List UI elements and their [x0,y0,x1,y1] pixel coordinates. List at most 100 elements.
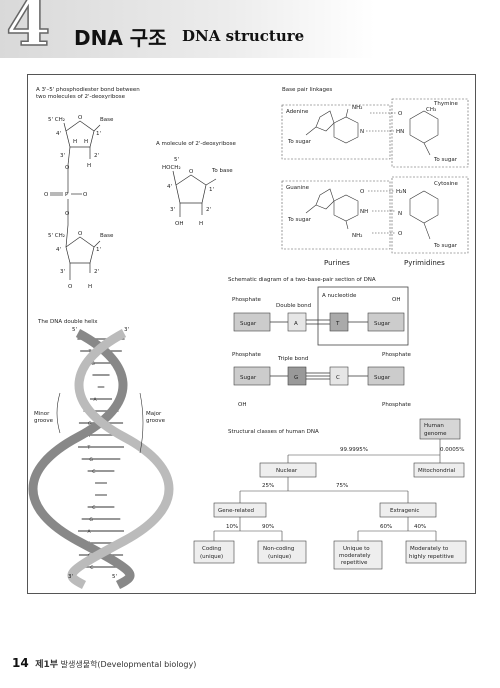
upper-h-c: H [87,163,91,169]
upper-4: 4' [56,131,61,137]
helix-base-letter: G [89,457,93,463]
cytosine-label: Cytosine [434,181,458,187]
helix-base-letter: T [88,349,92,355]
thymine-hn: HN [396,129,404,135]
deoxyribose-h: H [199,221,203,227]
nucleotide-box [317,286,409,346]
book-title: 발생생물학(Developmental biology) [60,660,197,669]
cytosine-box [391,176,469,254]
guanine-to-sugar: To sugar [287,217,312,223]
lower-3: 3' [60,269,65,275]
lower-o: O [68,284,73,290]
gene-related-box [213,502,267,518]
lower-h: H [88,284,92,290]
deoxyribose-ring [172,170,217,217]
sugar-label-4: Sugar [374,375,391,381]
gene-related-label: Gene-related [218,508,254,514]
major-groove-brace [139,392,144,454]
nuclear-label: Nuclear [276,468,298,474]
upper-h-a: H [73,139,77,145]
schematic-row-1: Sugar A T Sugar [233,312,405,332]
adenine-rings [305,108,359,144]
coding-label-2: (unique) [200,554,223,560]
cytosine-to-sugar: To sugar [433,243,458,249]
lower-ring-o: O [78,231,83,237]
lower-1: 1' [96,247,101,253]
adenine-box [281,104,391,160]
lower-2: 2' [94,269,99,275]
deoxyribose-to-base: To base [211,168,233,174]
figure-svg: A 3'–5' phosphodiester bond between two … [28,87,469,590]
helix-title: The DNA double helix [37,319,98,325]
phosphate-o-bottom: O [65,211,70,217]
unique-box [333,540,383,570]
deoxyribose-ring-o: O [189,169,194,175]
guanine-rings [305,188,359,230]
mito-box [413,462,465,478]
phosphodiester-title-2: two molecules of 2'-deoxyribose [36,94,126,100]
upper-base: Base [100,117,114,123]
purines-label: Purines [324,259,350,267]
deoxyribose-oh: OH [175,221,183,227]
guanine-nh2: NH₂ [352,233,362,239]
helix-base-letter: G [91,361,95,367]
minor-groove-label-2: groove [34,418,54,424]
pct-nuclear: 99.9995% [340,447,368,453]
upper-3: 3' [60,153,65,159]
phosphodiester-title-1: A 3'–5' phosphodiester bond between [36,87,140,93]
base-pairs-title: Base pair linkages [282,87,332,93]
schematic-row-2: Sugar G C Sugar [233,366,405,386]
upper-ring-o: O [78,115,83,121]
major-groove-label-2: groove [146,418,166,424]
upper-2: 2' [94,153,99,159]
sugar-label-1: Sugar [240,321,257,327]
pct-mito: 0.0005% [440,447,464,453]
pyrimidines-label: Pyrimidines [404,259,445,267]
helix-base-letter: T [86,445,90,451]
double-bond-label: Double bond [276,303,311,309]
thymine-o: O [398,111,403,117]
page-number: 14 [12,656,29,670]
nuclear-box [259,462,317,478]
figure-frame: A 3'–5' phosphodiester bond between two … [27,74,476,594]
repetitive-label-1: Moderately to [410,546,449,552]
base-a-label: A [294,321,298,327]
helix-strand-b [67,329,174,590]
base-g-label: G [294,375,298,381]
helix-base-letter: G [89,517,93,523]
schematic-phosphate-top: Phosphate [232,297,262,303]
deoxyribose-hoch2: HOCH₂ [162,165,181,171]
phosphate-p: P [65,192,69,198]
pct-repetitive: 40% [414,524,426,530]
minor-groove-label-1: Minor [34,411,50,417]
human-genome-label-2: genome [424,431,447,437]
upper-sugar-ring [63,120,101,193]
lower-base: Base [100,233,114,239]
schematic-phosphate-mid: Phosphate [232,352,262,358]
base-pair-panel: Base pair linkages Adenine Thymine Guani… [281,87,469,267]
helix-base-letter: A [87,433,91,439]
upper-o-3: O [65,165,70,171]
phosphate-o-left: O [44,192,49,198]
deoxyribose-4: 4' [167,184,172,190]
helix-bottom-5: 5' [112,574,117,580]
noncoding-label-1: Non-coding [263,546,294,552]
thymine-ch3: CH₃ [426,107,436,113]
deoxyribose-5: 5' [174,157,179,163]
helix-base-letter: C [92,505,95,511]
pct-gene: 25% [262,483,274,489]
phosphodiester-panel: A 3'–5' phosphodiester bond between two … [36,87,140,290]
extragenic-box [379,502,437,518]
chapter-header: 4 DNA 구조 DNA structure [0,0,500,58]
upper-5ch2: 5' CH₂ [48,117,65,123]
base-t-label: T [335,321,340,327]
deoxyribose-panel: A molecule of 2'-deoxyribose 5' HOCH₂ To… [156,141,236,227]
upper-h-b: H [84,139,88,145]
lower-sugar-ring [65,224,101,280]
schematic-phosphate-bottom: Phosphate [382,402,412,408]
part-label: 제1부 [35,660,59,670]
helix-base-letter: C [90,565,93,571]
schematic-title: Schematic diagram of a two-base-pair sec… [228,277,376,283]
triple-bond-label: Triple bond [277,356,308,362]
